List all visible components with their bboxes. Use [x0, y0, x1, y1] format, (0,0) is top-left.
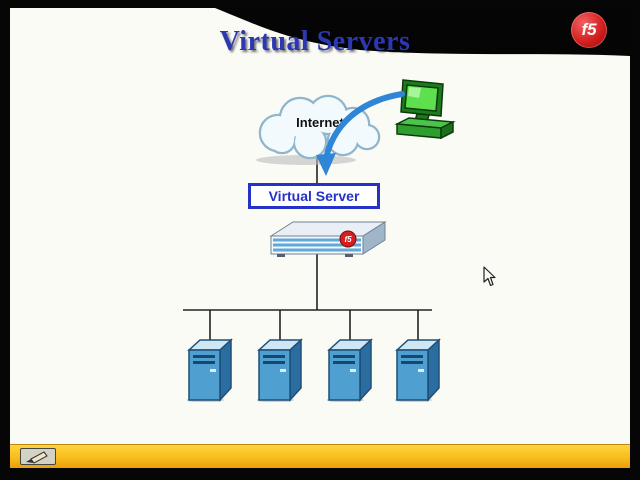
connector-lines	[183, 154, 432, 340]
slide-swoosh-decoration	[215, 8, 630, 56]
pen-icon	[26, 451, 48, 464]
slide-title: Virtual Servers	[219, 26, 411, 57]
virtual-server-box: Virtual Server	[248, 183, 380, 209]
appliance-f5-text: f5	[344, 235, 352, 244]
client-workstation-icon	[394, 79, 456, 140]
backend-server-icon	[187, 338, 233, 402]
slideshow-bottom-bar	[10, 444, 630, 468]
f5-logo: f5	[571, 12, 607, 48]
pen-tool-button[interactable]	[20, 448, 56, 465]
internet-label: Internet	[296, 115, 344, 130]
bigip-appliance-icon: f5	[269, 221, 387, 257]
mouse-cursor	[483, 266, 496, 287]
backend-server-icon	[257, 338, 303, 402]
appliance-f5-ball	[339, 230, 357, 248]
virtual-server-label: Virtual Server	[268, 188, 360, 204]
backend-server-icon	[395, 338, 441, 402]
presentation-slide: Virtual Servers f5	[10, 8, 630, 468]
f5-logo-text: f5	[581, 20, 597, 39]
backend-server-icon	[327, 338, 373, 402]
